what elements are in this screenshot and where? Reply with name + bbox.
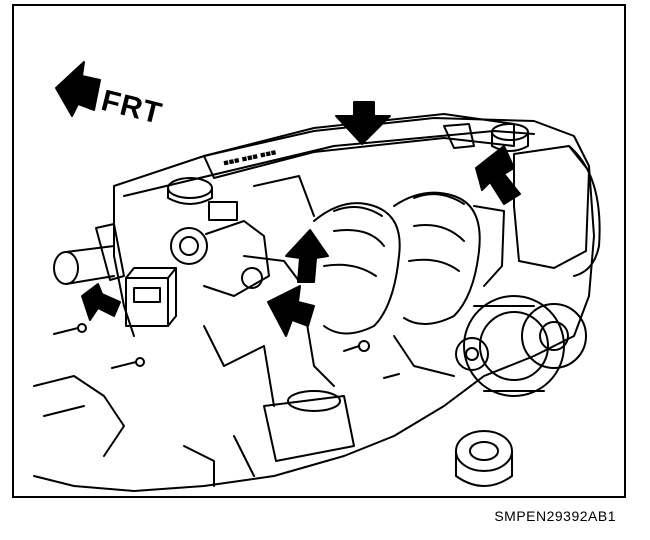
oil-filter: [455, 430, 513, 487]
callout-arrow-valve-cover: [335, 101, 391, 145]
front-direction-arrow-icon: [55, 61, 101, 117]
throttle-body: [170, 201, 300, 297]
callout-arrow-throttle: [285, 229, 329, 283]
coolant-reservoir: [513, 145, 590, 269]
coolant-hose: [53, 223, 125, 285]
callout-arrow-iac-valve: [81, 283, 121, 321]
alternator: [455, 295, 587, 397]
callout-arrow-sensor: [267, 285, 315, 337]
callout-arrow-reservoir: [475, 145, 521, 205]
idle-air-control-valve: [125, 267, 177, 327]
figure-reference-code: SMPEN29392AB1: [494, 508, 616, 524]
intake-manifold: [313, 191, 505, 335]
diagram-frame: ■■■ ■■■ ■■■: [12, 4, 626, 498]
engine-block-outline: [33, 117, 595, 492]
starter-motor: [183, 345, 355, 487]
engine-illustration: ■■■ ■■■ ■■■: [33, 61, 601, 492]
mounting-bolts: [53, 323, 400, 379]
